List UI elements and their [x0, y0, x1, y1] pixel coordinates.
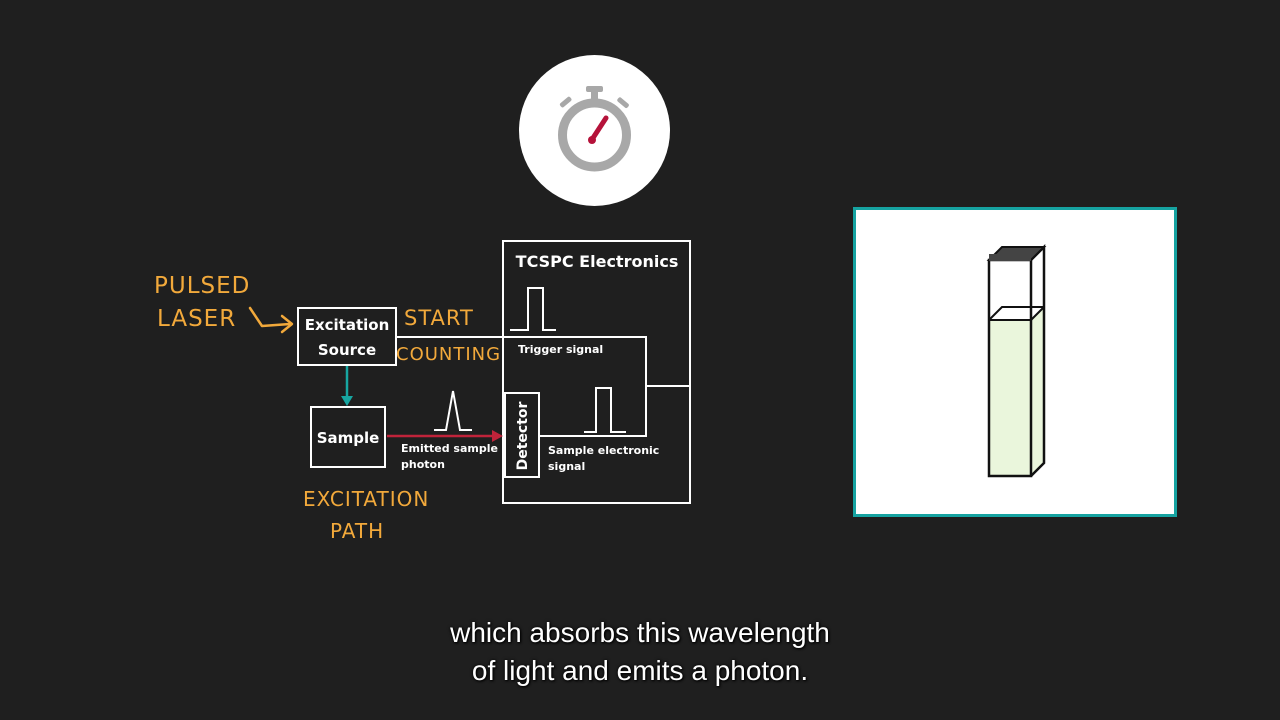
detector-box	[504, 392, 540, 478]
sample-box	[310, 406, 386, 468]
trigger-signal-label: Trigger signal	[518, 343, 603, 356]
excitation-source-label-2: Source	[318, 341, 376, 359]
emission-arrowhead	[492, 430, 503, 442]
stopwatch-icon	[558, 86, 631, 172]
subtitles: which absorbs this wavelength of light a…	[240, 614, 1040, 690]
sample-pulse	[584, 387, 626, 433]
subtitle-line-2: of light and emits a photon.	[471, 655, 809, 686]
start-annotation: START	[404, 306, 474, 330]
laser-annotation: LASER	[157, 306, 236, 332]
laser-arrowhead	[280, 314, 294, 334]
subtitle-line-1: which absorbs this wavelength	[450, 617, 830, 648]
sample-label: Sample	[317, 429, 380, 447]
cuvette-icon	[986, 243, 1047, 478]
laser-arrow	[248, 306, 292, 328]
tcspc-electronics-box	[502, 240, 691, 504]
cuvette-panel	[853, 207, 1177, 517]
sample-signal-label-2: signal	[548, 460, 585, 473]
path-annotation: PATH	[330, 519, 384, 543]
stopwatch-badge	[519, 55, 670, 206]
pulsed-annotation: PULSED	[154, 273, 250, 299]
trigger-pulse	[510, 287, 556, 331]
excitation-source-label-1: Excitation	[305, 316, 390, 334]
excitation-annotation: EXCITATION	[303, 487, 429, 511]
emitted-photon-label-1: Emitted sample	[401, 442, 498, 455]
emitted-photon-label-2: photon	[401, 458, 445, 471]
sample-signal-label-1: Sample electronic	[548, 444, 659, 457]
detector-label: Detector	[515, 402, 531, 471]
counting-annotation: COUNTING	[396, 344, 501, 365]
photon-peak	[434, 390, 472, 431]
excitation-source-box	[297, 307, 397, 366]
excitation-arrowhead	[341, 396, 353, 406]
tcspc-title: TCSPC Electronics	[516, 252, 679, 271]
